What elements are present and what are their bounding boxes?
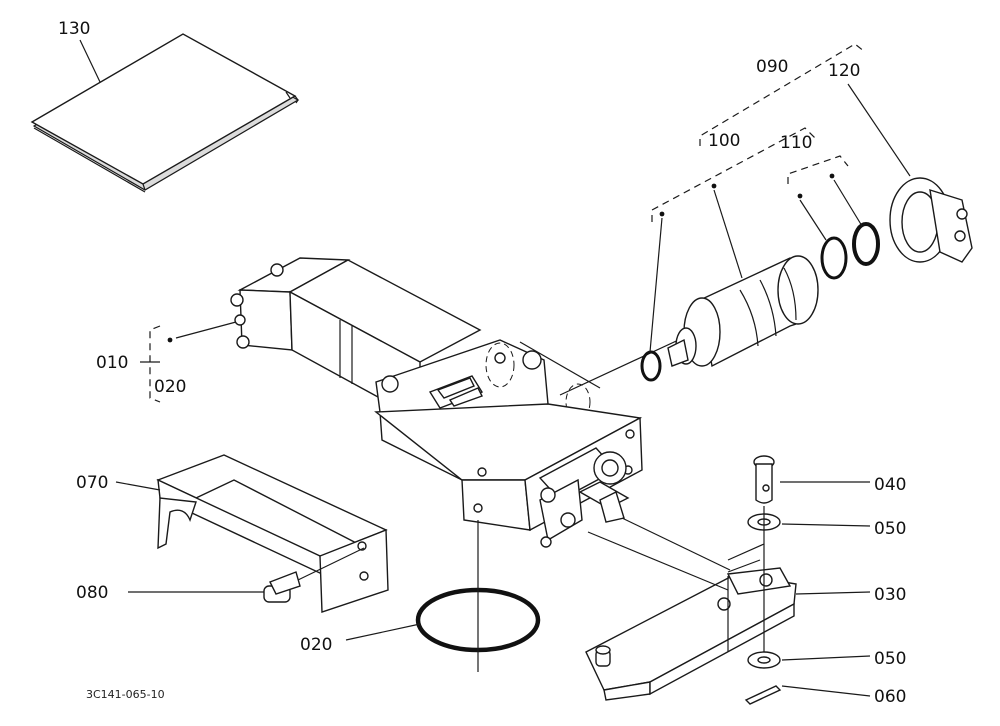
bracket-010-020 (140, 321, 237, 403)
leader-130 (79, 39, 101, 83)
part-120-clamp (889, 177, 973, 263)
label-120: 120 (828, 61, 860, 81)
label-060: 060 (874, 687, 906, 707)
part-050-lower-washer (747, 651, 781, 669)
label-050-upper: 050 (874, 519, 906, 539)
part-110-backup-ring (852, 222, 880, 266)
label-030: 030 (874, 585, 906, 605)
part-020-o-ring (415, 520, 541, 672)
leader-050-lower (781, 655, 871, 661)
part-030-lever (585, 567, 797, 701)
part-060-split-pin (744, 685, 782, 705)
label-020-lower: 020 (300, 635, 332, 655)
part-010-valve-body (230, 257, 643, 548)
label-110: 110 (780, 133, 812, 153)
part-130-sheet (30, 33, 300, 193)
part-100-small-o-ring (640, 350, 662, 382)
label-130: 130 (58, 19, 90, 39)
bracket-090-group (649, 43, 911, 353)
label-070: 070 (76, 473, 108, 493)
leader-020-lower (345, 623, 421, 641)
label-080: 080 (76, 583, 108, 603)
label-020-upper: 020 (154, 377, 186, 397)
part-100-cylinder (667, 255, 819, 368)
label-100: 100 (708, 131, 740, 151)
label-010: 010 (96, 353, 128, 373)
label-090: 090 (756, 57, 788, 77)
part-040-pin (753, 455, 775, 504)
part-110-o-ring (820, 236, 848, 280)
leader-050-upper (781, 523, 871, 527)
leader-030 (795, 591, 871, 595)
reference-code: 3C141-065-10 (86, 688, 165, 701)
leader-060 (781, 685, 871, 697)
part-080-bolt (263, 547, 365, 603)
label-040: 040 (874, 475, 906, 495)
part-070-bracket (156, 454, 389, 613)
label-050-lower: 050 (874, 649, 906, 669)
leader-070 (115, 481, 161, 491)
